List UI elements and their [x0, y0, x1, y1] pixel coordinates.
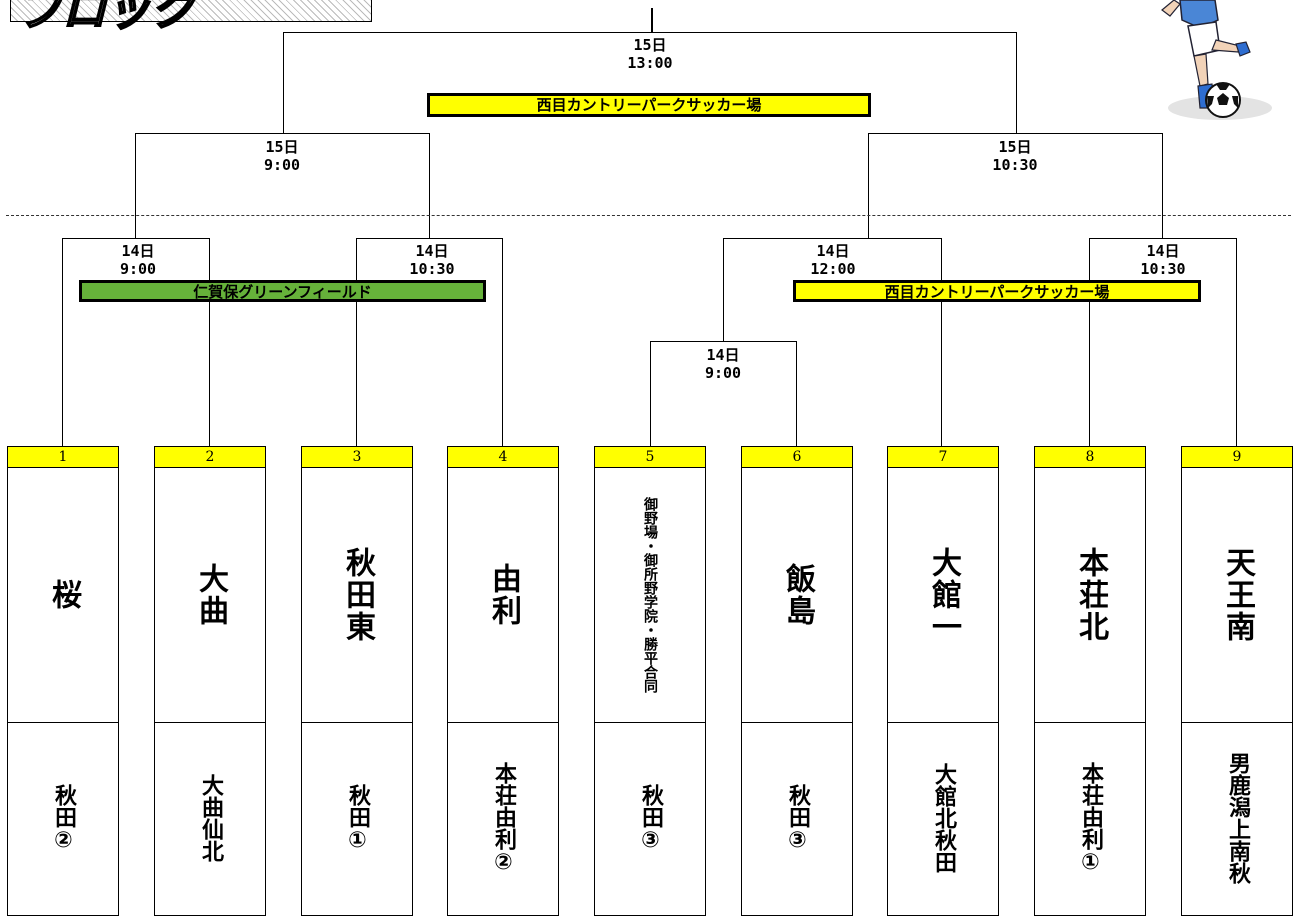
bracket-line [1162, 133, 1163, 238]
bracket-line [723, 238, 724, 342]
bracket-line [723, 238, 942, 239]
bracket-line [650, 341, 797, 342]
team-region: 大館北秋田 [931, 763, 956, 873]
team-number: 6 [742, 447, 852, 468]
bracket-line [941, 238, 942, 446]
team-region: 秋田③ [638, 783, 663, 853]
team-number: 3 [302, 447, 412, 468]
bracket-line [356, 238, 503, 239]
team-name: 飯島 [780, 563, 815, 627]
title-banner [10, 0, 372, 22]
team-name: 秋田東 [340, 547, 375, 643]
bracket-line [135, 133, 430, 134]
bracket-line [796, 341, 797, 446]
venue-label-right: 西目カントリーパークサッカー場 [793, 280, 1201, 302]
team-name: 御野場・御所野学院・勝平合同 [642, 497, 658, 693]
team-slot-6: 6 飯島 秋田③ [741, 446, 853, 916]
team-slot-5: 5 御野場・御所野学院・勝平合同 秋田③ [594, 446, 706, 916]
team-region: 男鹿潟上南秋 [1225, 752, 1250, 884]
bracket-line [868, 133, 869, 238]
team-number: 4 [448, 447, 558, 468]
bracket-line [868, 133, 1163, 134]
team-name: 天王南 [1220, 547, 1255, 643]
bracket-line [1016, 32, 1017, 134]
team-number: 2 [155, 447, 265, 468]
team-slot-7: 7 大館一 大館北秋田 [887, 446, 999, 916]
page-title: ブロック [17, 0, 195, 37]
team-slot-1: 1 桜 秋田② [7, 446, 119, 916]
bracket-line [209, 238, 210, 446]
team-name: 大曲 [193, 563, 228, 627]
team-slot-8: 8 本荘北 本荘由利① [1034, 446, 1146, 916]
bracket-line [356, 238, 357, 446]
team-region: 秋田③ [785, 783, 810, 853]
bracket-line [1089, 238, 1090, 446]
team-name: 由利 [486, 563, 521, 627]
team-region: 大曲仙北 [198, 774, 223, 862]
team-name: 本荘北 [1073, 547, 1108, 643]
team-slot-9: 9 天王南 男鹿潟上南秋 [1181, 446, 1293, 916]
team-slot-3: 3 秋田東 秋田① [301, 446, 413, 916]
bracket-line [651, 8, 653, 33]
soccer-player-illustration [1161, 0, 1272, 120]
venue-label-left: 仁賀保グリーンフィールド [79, 280, 486, 302]
team-number: 5 [595, 447, 705, 468]
team-number: 9 [1182, 447, 1292, 468]
bracket-line [283, 32, 1017, 33]
team-region: 本荘由利② [491, 761, 516, 875]
bracket-line [135, 133, 136, 238]
round-divider [6, 215, 1291, 216]
team-slot-2: 2 大曲 大曲仙北 [154, 446, 266, 916]
team-number: 1 [8, 447, 118, 468]
team-name: 大館一 [926, 547, 961, 643]
bracket-line [1236, 238, 1237, 446]
team-number: 8 [1035, 447, 1145, 468]
team-region: 秋田② [51, 783, 76, 853]
bracket-line [650, 341, 651, 446]
team-region: 秋田① [345, 783, 370, 853]
bracket-line [62, 238, 210, 239]
bracket-line [429, 133, 430, 238]
bracket-line [62, 238, 63, 446]
team-slot-4: 4 由利 本荘由利② [447, 446, 559, 916]
team-name: 桜 [46, 579, 81, 611]
bracket-line [1089, 238, 1237, 239]
final-venue-label: 西目カントリーパークサッカー場 [427, 93, 871, 117]
team-region: 本荘由利① [1078, 761, 1103, 875]
bracket-line [283, 32, 284, 134]
bracket-line [502, 238, 503, 446]
team-number: 7 [888, 447, 998, 468]
